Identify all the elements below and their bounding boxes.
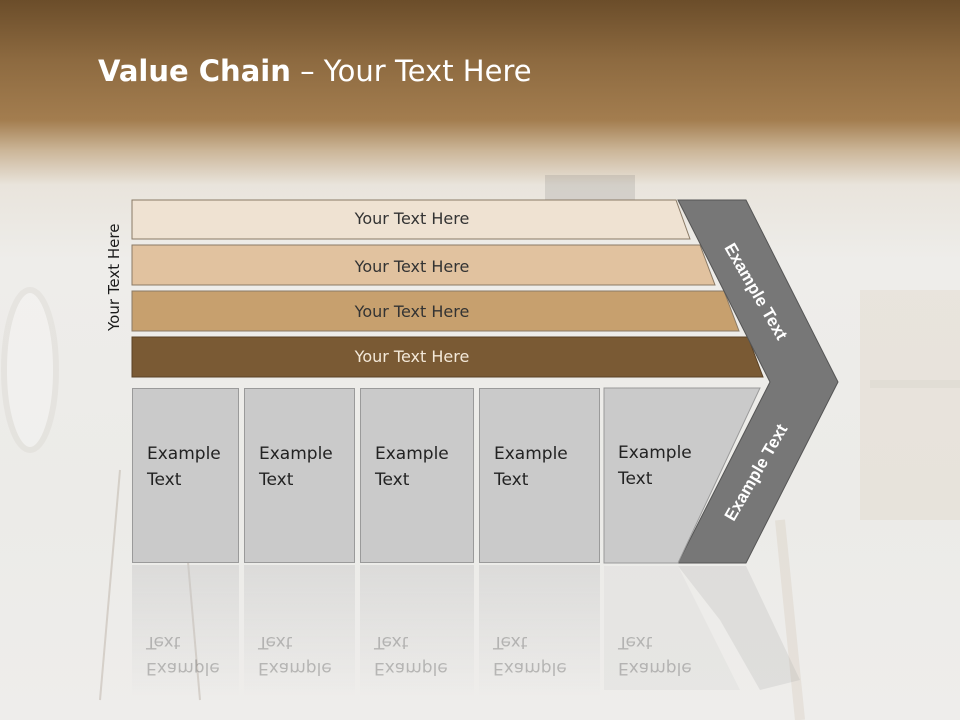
bar-4 — [131, 336, 764, 378]
cell-5-shape — [603, 387, 761, 564]
cell-5-reflection — [604, 566, 740, 690]
bar-1-label: Your Text Here — [354, 209, 470, 228]
bar-4-label: Your Text Here — [354, 347, 470, 366]
chevron-arrow — [677, 199, 839, 564]
bar-2 — [131, 244, 716, 286]
bar-2-label: Your Text Here — [354, 257, 470, 276]
chevron-reflection — [678, 566, 800, 690]
page-title: Value Chain – Your Text Here — [98, 54, 532, 88]
bar-3 — [131, 290, 740, 332]
bar-3-label: Your Text Here — [354, 302, 470, 321]
bar-1 — [131, 199, 691, 240]
